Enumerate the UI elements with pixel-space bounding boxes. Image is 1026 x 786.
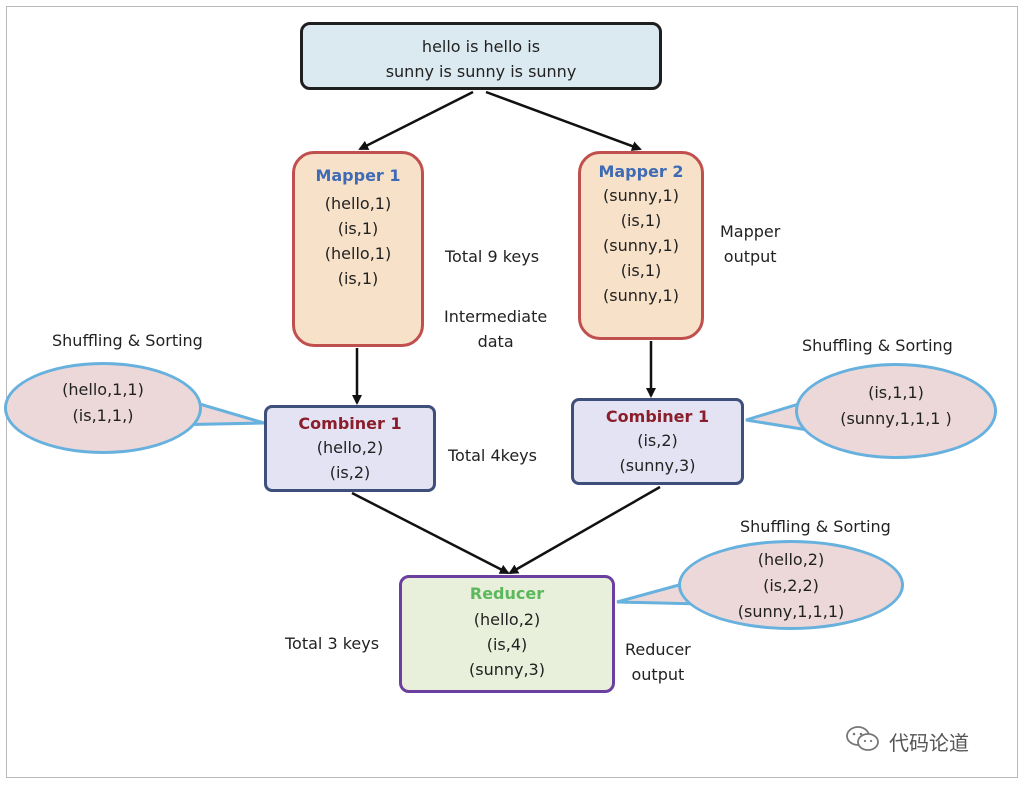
- input-line: hello is hello is: [421, 37, 541, 56]
- shuffle-label-right: Shuffling & Sorting: [802, 336, 953, 355]
- reducer-box: Reducer (hello,2) (is,4) (sunny,3): [399, 575, 615, 693]
- shuffle-line: (is,2,2): [763, 576, 819, 595]
- key-value-pair: (is,1): [337, 219, 379, 238]
- combiner-left-title: Combiner 1: [298, 414, 402, 433]
- shuffle-line: (hello,1,1): [62, 380, 144, 399]
- reducer-title: Reducer: [469, 584, 545, 603]
- key-value-pair: (is,4): [486, 635, 528, 654]
- mapper-1-box: Mapper 1 (hello,1) (is,1) (hello,1) (is,…: [292, 151, 424, 347]
- key-value-pair: (sunny,1): [603, 236, 679, 255]
- key-value-pair: (is,1): [337, 269, 379, 288]
- intermediate-data-label: Intermediate data: [444, 304, 547, 354]
- mapper-output-label: Mapper output: [720, 219, 780, 269]
- key-value-pair: (is,1): [620, 211, 662, 230]
- key-value-pair: (hello,2): [316, 438, 384, 457]
- shuffle-label-reducer: Shuffling & Sorting: [740, 517, 891, 536]
- wechat-icon: [845, 725, 881, 758]
- label-line: Mapper: [720, 222, 781, 241]
- arrow-input-to-mapper2: [485, 90, 642, 151]
- key-value-pair: (hello,2): [473, 610, 541, 629]
- label-line: output: [723, 247, 777, 266]
- input-line: sunny is sunny is sunny: [385, 62, 577, 81]
- label-line: Intermediate: [444, 307, 548, 326]
- combiner-right-title: Combiner 1: [605, 407, 710, 426]
- key-value-pair: (sunny,3): [469, 660, 545, 679]
- key-value-pair: (is,2): [637, 431, 678, 450]
- mapper-1-title: Mapper 1: [315, 166, 401, 185]
- label-line: data: [477, 332, 514, 351]
- key-value-pair: (sunny,1): [603, 186, 679, 205]
- shuffle-line: (is,1,1): [868, 383, 924, 402]
- total-9-keys-label: Total 9 keys: [445, 247, 540, 266]
- total-4-keys-label: Total 4keys: [448, 446, 537, 465]
- label-line: Reducer: [625, 640, 691, 659]
- total-3-keys-label: Total 3 keys: [285, 634, 380, 653]
- arrow-combiner2-to-reducer: [508, 485, 661, 575]
- combiner-right-box: Combiner 1 (is,2) (sunny,3): [571, 398, 744, 485]
- key-value-pair: (sunny,3): [619, 456, 696, 475]
- key-value-pair: (is,2): [329, 463, 371, 482]
- arrow-combiner1-to-reducer: [351, 491, 510, 575]
- key-value-pair: (sunny,1): [603, 286, 679, 305]
- mapper-2-title: Mapper 2: [598, 162, 684, 181]
- shuffle-line: (sunny,1,1,1): [737, 602, 845, 621]
- label-line: output: [631, 665, 685, 684]
- watermark: 代码论道: [845, 725, 969, 758]
- shuffle-line: (hello,2): [757, 550, 825, 569]
- shuffle-label-left: Shuffling & Sorting: [52, 331, 203, 350]
- shuffle-callout-left: (hello,1,1) (is,1,1,): [4, 362, 202, 454]
- shuffle-callout-right: (is,1,1) (sunny,1,1,1 ): [795, 363, 997, 459]
- key-value-pair: (hello,1): [324, 194, 392, 213]
- arrow-input-to-mapper1: [358, 90, 474, 151]
- input-text-box: hello is hello is sunny is sunny is sunn…: [300, 22, 662, 90]
- key-value-pair: (is,1): [620, 261, 662, 280]
- shuffle-line: (sunny,1,1,1 ): [840, 409, 952, 428]
- key-value-pair: (hello,1): [324, 244, 392, 263]
- shuffle-line: (is,1,1,): [72, 406, 134, 425]
- reducer-output-label: Reducer output: [625, 637, 691, 687]
- watermark-text: 代码论道: [889, 730, 969, 755]
- shuffle-callout-reducer: (hello,2) (is,2,2) (sunny,1,1,1): [678, 540, 904, 630]
- mapper-2-box: Mapper 2 (sunny,1) (is,1) (sunny,1) (is,…: [578, 151, 704, 340]
- combiner-left-box: Combiner 1 (hello,2) (is,2): [264, 405, 436, 492]
